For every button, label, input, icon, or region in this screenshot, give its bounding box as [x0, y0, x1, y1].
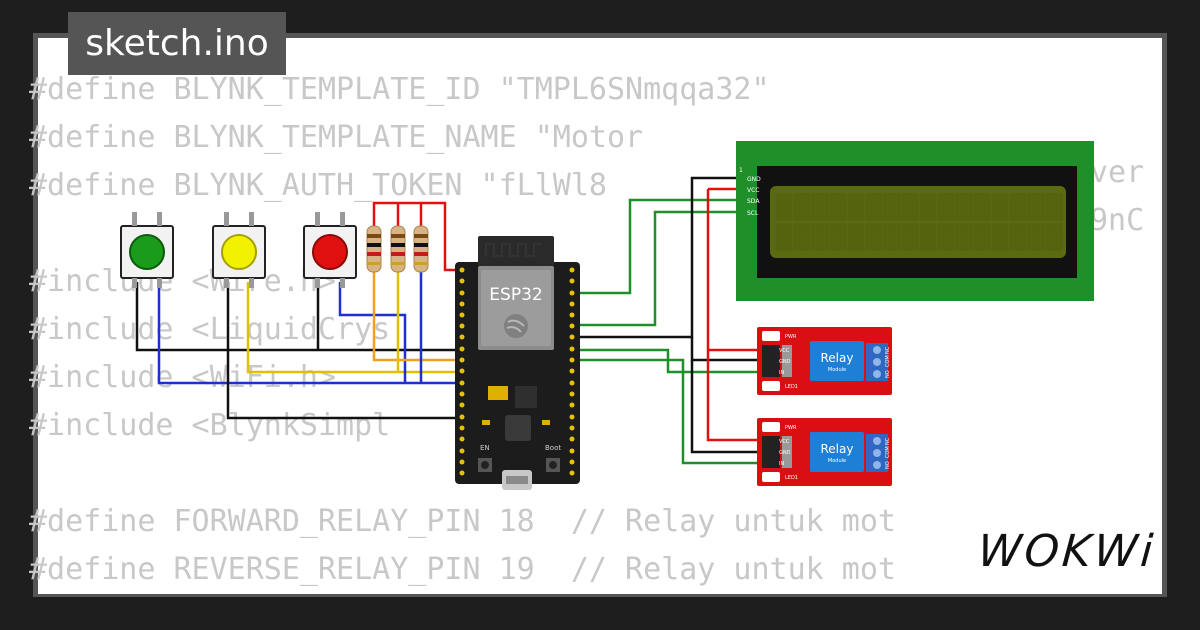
lcd-pin-label: SCL — [747, 210, 759, 217]
code-line: #include <WiFi.h> — [29, 360, 337, 395]
code-editor[interactable]: #define BLYNK_TEMPLATE_ID "TMPL6SNmqqa32… — [29, 66, 896, 594]
code-line: #define BLYNK_AUTH_TOKEN "fLlWl8 — [29, 168, 607, 203]
relay-label: Relay — [821, 442, 854, 456]
code-fragment: 9nC — [1090, 203, 1144, 238]
file-tab[interactable]: sketch.ino — [68, 12, 286, 75]
relay-pwr-label: PWR — [785, 425, 797, 431]
relay-pwr-label: PWR — [785, 334, 797, 340]
en-button-label: EN — [480, 444, 490, 452]
lcd-display[interactable]: 1 GND VCC SDA SCL — [736, 141, 1094, 301]
relay-pin-label: GND — [779, 359, 791, 365]
resistor[interactable] — [413, 225, 429, 273]
code-fragment: ver — [1090, 155, 1144, 190]
relay-terminal-label: NO — [885, 461, 891, 469]
relay-terminal-label: COM — [885, 355, 891, 367]
code-line: #include <BlynkSimpl — [29, 408, 391, 443]
relay-pin-label: VCC — [779, 439, 790, 445]
code-panel — [38, 38, 1162, 594]
lcd-pin-label: VCC — [747, 187, 759, 194]
pin-header-left — [459, 267, 465, 476]
code-line: #define REVERSE_RELAY_PIN 19 // Relay un… — [29, 552, 896, 587]
push-button-red[interactable] — [303, 212, 357, 288]
relay-sublabel: Module — [828, 458, 846, 464]
relay-module-2[interactable]: Relay Module PWR LED1 VCC GND IN NO COM … — [757, 418, 892, 486]
wires — [135, 176, 770, 465]
pin-header-right — [569, 267, 575, 476]
relay-sublabel: Module — [828, 367, 846, 373]
code-line: #define FORWARD_RELAY_PIN 18 // Relay un… — [29, 504, 896, 539]
relay-pin-label: IN — [779, 370, 784, 376]
relay-led-label: LED1 — [785, 384, 798, 390]
relay-led-label: LED1 — [785, 475, 798, 481]
esp32-label: ESP32 — [489, 285, 542, 305]
relay-pin-label: GND — [779, 450, 791, 456]
relay-terminal-label: NC — [885, 346, 891, 354]
wokwi-logo: WOKWi — [976, 526, 1158, 577]
relay-terminal-label: NC — [885, 437, 891, 445]
lcd-pin-label: SDA — [747, 198, 760, 205]
resistor[interactable] — [390, 225, 406, 273]
code-line: #define BLYNK_TEMPLATE_ID "TMPL6SNmqqa32… — [29, 72, 770, 107]
relay-terminal-label: NO — [885, 370, 891, 378]
relay-pin-label: VCC — [779, 348, 790, 354]
relay-label: Relay — [821, 351, 854, 365]
push-button-yellow[interactable] — [212, 212, 266, 288]
code-line: #include <LiquidCrys — [29, 312, 391, 347]
relay-pin-label: IN — [779, 461, 784, 467]
lcd-pin-label: GND — [747, 176, 761, 183]
boot-button-label: Boot — [545, 444, 561, 452]
resistor[interactable] — [366, 225, 382, 273]
push-button-green[interactable] — [120, 212, 174, 288]
code-line: #define BLYNK_TEMPLATE_NAME "Motor — [29, 120, 644, 155]
espressif-logo-icon — [504, 314, 528, 338]
lcd-pin-number: 1 — [739, 167, 743, 174]
relay-module-1[interactable]: Relay Module PWR LED1 VCC GND IN NO COM … — [757, 327, 892, 395]
relay-terminal-label: COM — [885, 446, 891, 458]
esp32-board[interactable]: ESP32 EN Boot — [455, 236, 580, 490]
